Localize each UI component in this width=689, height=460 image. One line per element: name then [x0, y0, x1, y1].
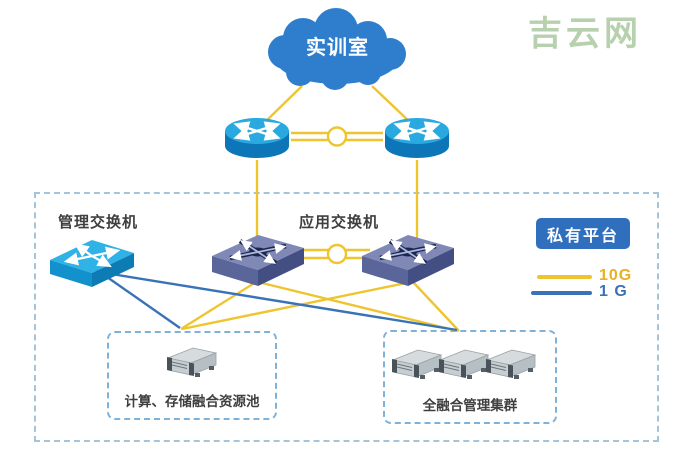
- watermark: 吉云网: [528, 15, 642, 53]
- legend-swatch-1g: [531, 291, 592, 295]
- private-platform-badge: 私有平台: [536, 218, 630, 249]
- legend-swatch-10g: [537, 275, 592, 279]
- router-icon-right: [385, 118, 449, 158]
- cloud-label: 实训室: [306, 37, 369, 59]
- link-cloud-router-right: [371, 85, 413, 125]
- link-cloud-router-left: [262, 85, 303, 125]
- application-switch-label: 应用交换机: [299, 214, 380, 231]
- legend-label-1g: 1 G: [599, 283, 628, 300]
- aggregated-link-circle: [326, 126, 348, 147]
- server-group-label: 计算、存储融合资源池: [124, 394, 260, 409]
- server-group-management-cluster: 全融合管理集群: [383, 330, 557, 424]
- private-platform-region: [34, 192, 659, 442]
- legend-label-10g: 10G: [599, 267, 633, 284]
- router-icon-left: [225, 118, 289, 158]
- server-group-label: 全融合管理集群: [422, 398, 518, 413]
- management-switch-label: 管理交换机: [58, 214, 139, 231]
- server-group-compute-storage: 计算、存储融合资源池: [107, 331, 277, 420]
